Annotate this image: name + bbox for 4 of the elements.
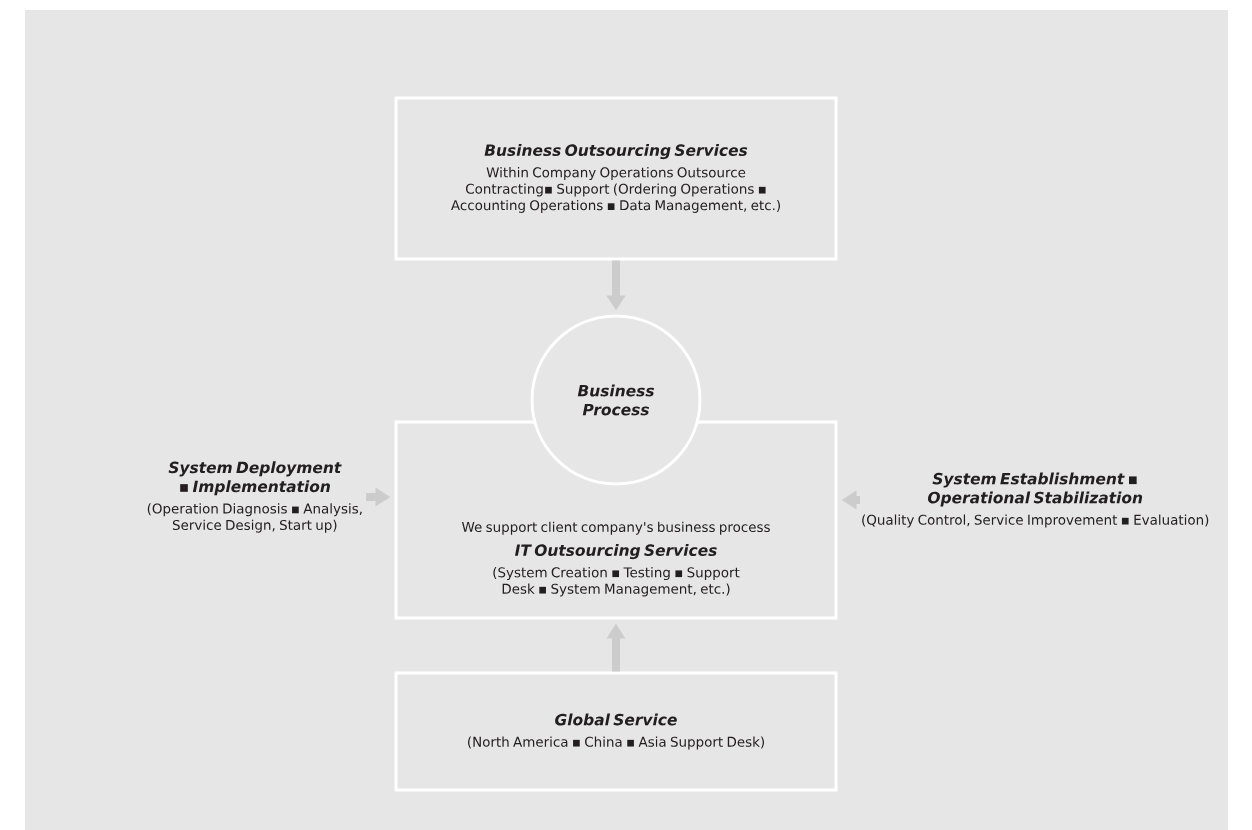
service-text: System Establishment ▪ Operational Stabilization (Quality Control, Service Improvement ▪ Evaluation) — [862, 472, 1209, 528]
service-text: System Deployment ▪ Implementation (Operation Diagnosis ▪ Analysis, Service Design, Start up) — [147, 461, 362, 533]
service-box: Global Service (North America ▪ China ▪ Asia Support Desk) — [394, 671, 838, 792]
service-box: Business Outsourcing Services Within Company Operations Outsource Contracting▪ Support (Ordering Operations ▪ Accounting Operations ▪ Data Management, etc.) — [394, 96, 838, 261]
